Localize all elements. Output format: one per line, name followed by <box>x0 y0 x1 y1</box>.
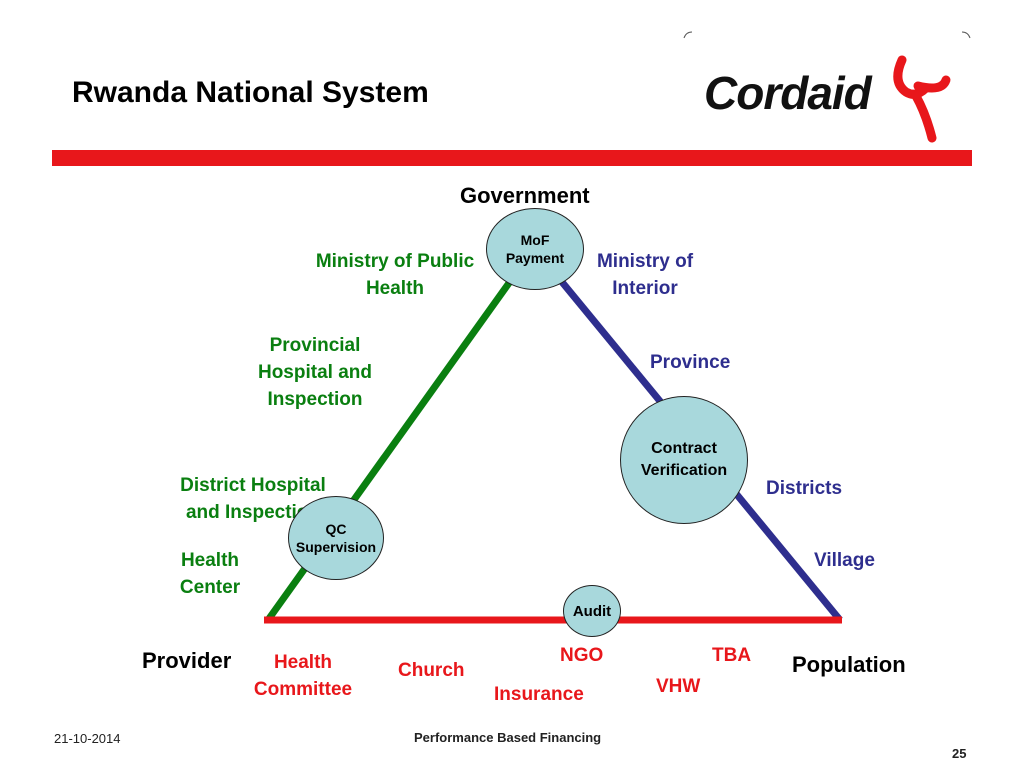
page-title: Rwanda National System <box>72 76 429 109</box>
logo-frame <box>683 31 971 39</box>
health-center-label: Health Center <box>179 550 241 598</box>
audit-node: Audit <box>563 585 621 637</box>
insurance-label: Insurance <box>494 684 584 705</box>
provider-label: Provider <box>142 648 232 673</box>
province-label: Province <box>650 352 731 373</box>
health-committee-label: Health Committee <box>253 652 353 700</box>
mof-payment-node: MoF Payment <box>486 208 584 290</box>
tba-label: TBA <box>712 645 752 666</box>
districts-label: Districts <box>766 478 843 499</box>
district-hospital-label: District Hospital and Inspection <box>180 475 326 523</box>
ngo-label: NGO <box>560 645 604 666</box>
provincial-hospital-label: Provincial Hospital and Inspection <box>257 335 372 410</box>
logo-text: Cordaid <box>704 67 872 119</box>
logo <box>682 30 972 148</box>
page-number: 25 <box>952 746 967 761</box>
footer-title: Performance Based Financing <box>414 730 602 745</box>
population-label: Population <box>792 652 906 677</box>
village-label: Village <box>814 550 875 571</box>
qc-supervision-node: QC Supervision <box>288 496 384 580</box>
contract-verification-node: Contract Verification <box>620 396 748 524</box>
church-label: Church <box>398 660 465 681</box>
ministry-interior-label: Ministry of Interior <box>596 251 694 299</box>
vhw-label: VHW <box>656 676 701 697</box>
cordaid-mark-icon <box>893 55 951 143</box>
header-banner <box>52 150 972 166</box>
ministry-public-health-label: Ministry of Public Health <box>315 251 475 299</box>
government-label: Government <box>460 183 590 208</box>
footer-date: 21-10-2014 <box>54 731 121 746</box>
